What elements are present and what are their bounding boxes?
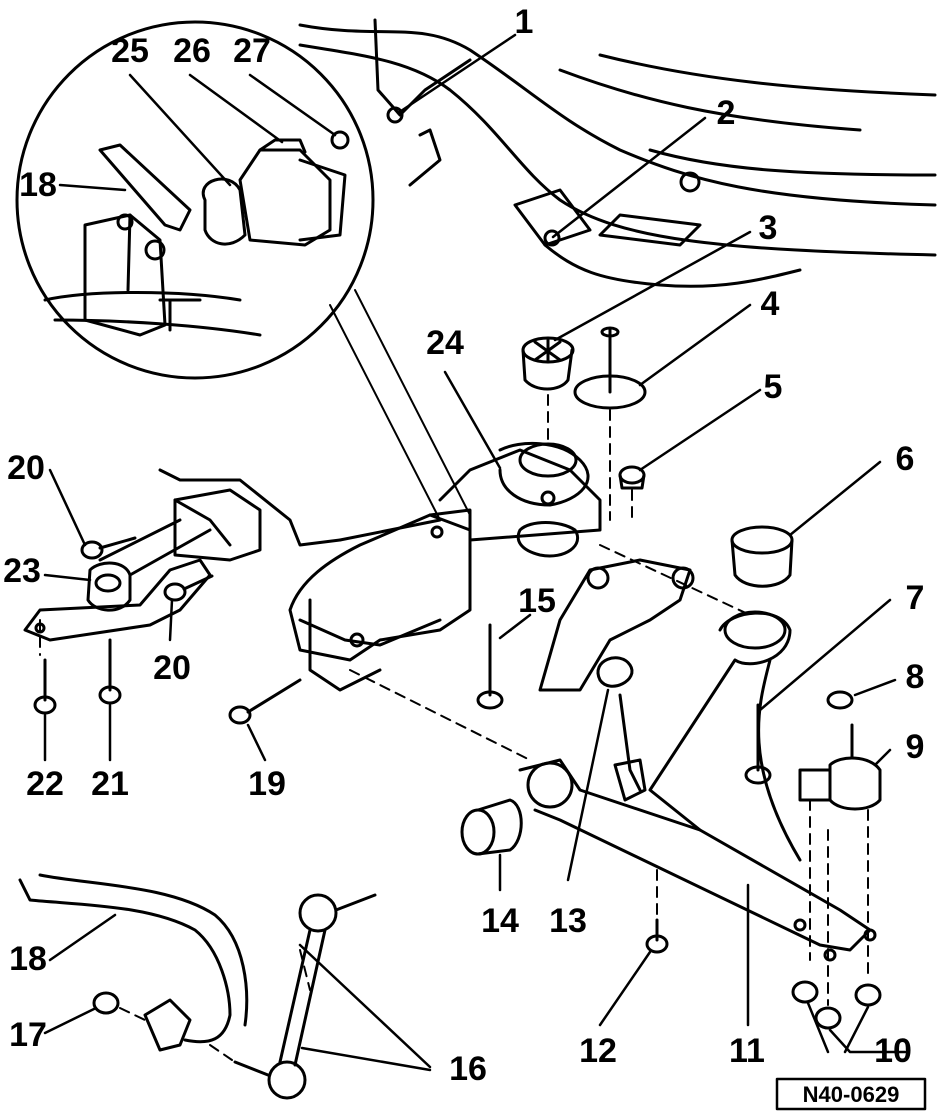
bolt-20-bottom bbox=[163, 574, 214, 602]
callout-18: 18 bbox=[9, 940, 47, 978]
bolt-7 bbox=[744, 703, 772, 785]
callout-3: 3 bbox=[759, 209, 778, 247]
rubber-mount bbox=[521, 336, 575, 391]
callout-20-top: 20 bbox=[7, 449, 45, 487]
callout-19: 19 bbox=[248, 765, 286, 803]
callout-6: 6 bbox=[896, 440, 915, 478]
detail-inset-circle bbox=[15, 20, 375, 380]
bolt-12 bbox=[645, 918, 669, 954]
rear-mount-bracket bbox=[23, 518, 212, 642]
subframe-crossmember bbox=[158, 441, 602, 692]
callout-10: 10 bbox=[874, 1032, 912, 1070]
rubber-bushing bbox=[730, 525, 794, 588]
callout-18-detail: 18 bbox=[19, 166, 57, 204]
callout-2: 2 bbox=[717, 94, 736, 132]
bolt-19 bbox=[228, 678, 302, 725]
bolt-15 bbox=[476, 623, 504, 710]
vehicle-body-floor-pan bbox=[298, 18, 937, 288]
callout-leader-lines bbox=[43, 33, 907, 1072]
callout-15: 15 bbox=[518, 582, 556, 620]
assembly-dashed-lines bbox=[39, 394, 869, 1061]
callout-1: 1 bbox=[515, 3, 534, 41]
callout-14: 14 bbox=[481, 902, 519, 940]
callout-17: 17 bbox=[9, 1016, 47, 1054]
bolt-22 bbox=[33, 658, 57, 715]
callout-13: 13 bbox=[549, 902, 587, 940]
bolt-20-top bbox=[80, 536, 137, 560]
reference-code-box: N40-0629 bbox=[775, 1077, 927, 1111]
callout-25: 25 bbox=[111, 32, 149, 70]
callout-21: 21 bbox=[91, 765, 129, 803]
callout-5: 5 bbox=[764, 368, 783, 406]
callout-20-bottom: 20 bbox=[153, 649, 191, 687]
callout-26: 26 bbox=[173, 32, 211, 70]
callout-8: 8 bbox=[906, 658, 925, 696]
callout-4: 4 bbox=[761, 285, 780, 323]
bolt-21 bbox=[98, 638, 122, 705]
ball-joint bbox=[798, 723, 882, 811]
nut bbox=[618, 465, 646, 490]
callout-labels: 1 2 3 4 5 6 7 8 9 10 11 12 13 14 15 16 1… bbox=[3, 3, 924, 1088]
inset-leader-line bbox=[329, 304, 441, 521]
control-arm-bushing bbox=[460, 798, 523, 856]
stabilizer-coupling-rod bbox=[233, 893, 377, 1100]
callout-23: 23 bbox=[3, 552, 41, 590]
stabilizer-bar bbox=[18, 873, 249, 1052]
callout-7: 7 bbox=[906, 579, 925, 617]
nut-8 bbox=[826, 690, 854, 710]
nuts-10 bbox=[791, 980, 882, 1030]
reference-code: N40-0629 bbox=[803, 1082, 900, 1107]
callout-9: 9 bbox=[906, 728, 925, 766]
callout-24: 24 bbox=[426, 324, 464, 362]
callout-11: 11 bbox=[729, 1032, 765, 1070]
callout-12: 12 bbox=[579, 1032, 617, 1070]
callout-22: 22 bbox=[26, 765, 64, 803]
callout-16: 16 bbox=[449, 1050, 487, 1088]
mounting-bolt-with-washer bbox=[573, 326, 647, 410]
callout-27: 27 bbox=[233, 32, 271, 70]
